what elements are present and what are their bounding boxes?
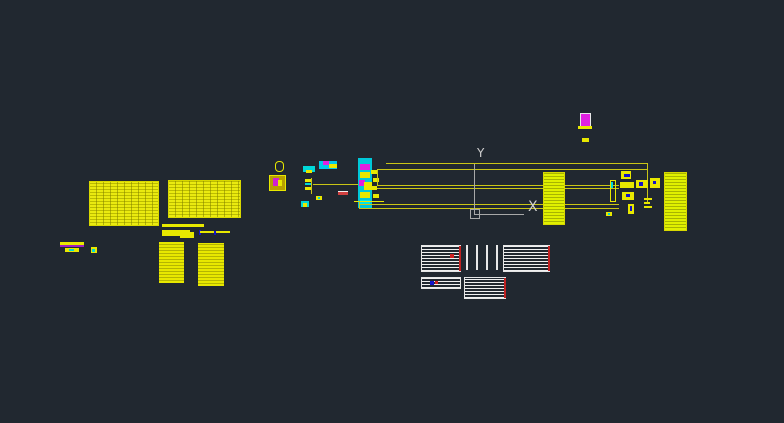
feeder-line-3 (377, 185, 619, 186)
meter-box-symbol[interactable] (269, 175, 286, 191)
detail-sheet-1[interactable] (421, 245, 461, 272)
ucs-x-label: X (528, 199, 538, 215)
notes-marker-blue-2 (214, 231, 216, 235)
notes-column-2[interactable] (198, 243, 224, 286)
ucs-origin-box (470, 209, 480, 219)
legend-symbols[interactable] (60, 240, 84, 254)
device-symbol-1[interactable] (303, 166, 315, 173)
feeder-line-2 (377, 169, 647, 170)
feeder-line-4 (377, 188, 619, 189)
label-red (338, 191, 348, 195)
feeder-drop-left (377, 169, 378, 185)
schedule-table-2[interactable] (168, 180, 241, 218)
notes-column-1[interactable] (159, 242, 184, 283)
notes-subheader-2 (180, 232, 194, 238)
main-distribution-board[interactable] (358, 158, 372, 208)
ground-symbol[interactable] (275, 161, 284, 172)
schedule-table-1[interactable] (89, 181, 159, 226)
panel-schedule-middle[interactable] (543, 172, 565, 225)
detail-sheet-3[interactable] (503, 245, 550, 272)
panel-schedule-right[interactable] (664, 172, 687, 231)
title-block-tag[interactable] (582, 138, 589, 142)
detail-sheet-4[interactable] (421, 277, 461, 289)
breaker-stack[interactable] (305, 178, 313, 194)
ucs-y-axis (474, 164, 475, 214)
notes-header (162, 224, 204, 227)
bus-base-line (354, 201, 384, 202)
detail-sheet-2[interactable] (466, 245, 498, 270)
feeder-line-5 (359, 204, 619, 205)
sub-panel-cluster[interactable] (606, 168, 662, 218)
ucs-x-axis (474, 214, 524, 215)
legend-symbol-small[interactable] (91, 247, 97, 253)
device-symbol-4[interactable] (301, 201, 309, 207)
ucs-y-label: Y (477, 146, 485, 160)
detail-sheet-5[interactable] (464, 277, 506, 299)
notes-subheader-1 (162, 230, 190, 236)
device-symbol-3[interactable] (316, 196, 322, 200)
feeder-line-1 (386, 163, 648, 164)
title-block-icon[interactable] (578, 113, 592, 131)
board-terminals (371, 170, 380, 200)
feeder-drop-base (359, 201, 360, 209)
feeder-line-left (313, 184, 359, 185)
device-symbol-2[interactable] (319, 161, 337, 169)
feeder-line-6 (359, 208, 619, 209)
